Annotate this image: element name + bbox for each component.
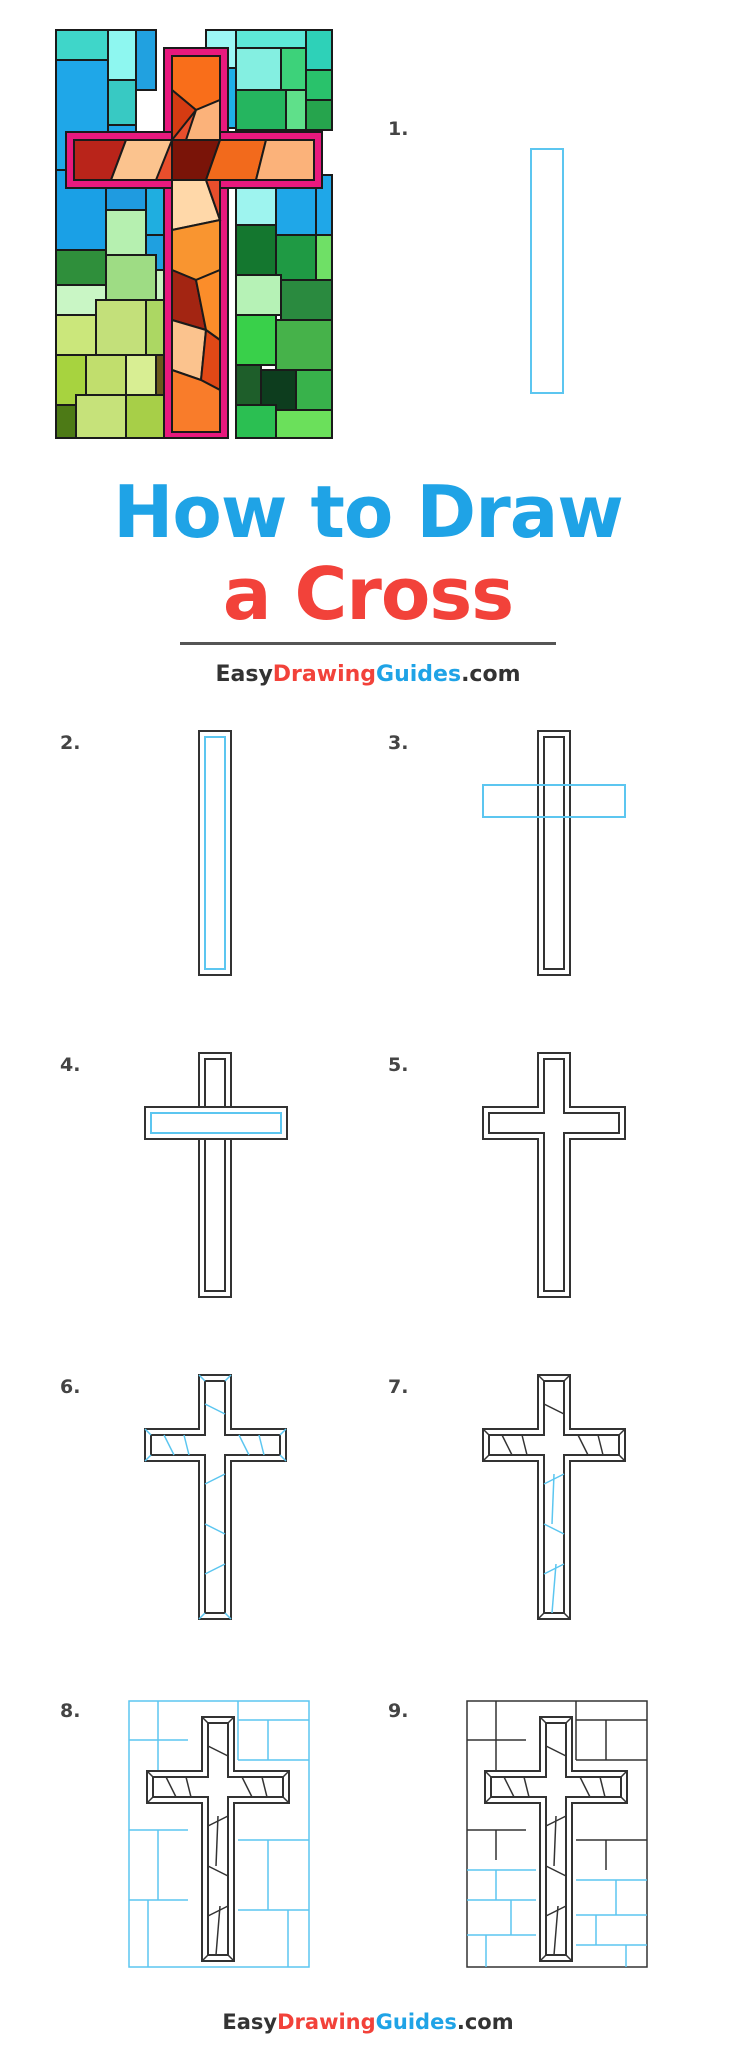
step-4-drawing xyxy=(144,1052,288,1298)
brand-easy: Easy xyxy=(215,662,273,687)
step-6-drawing xyxy=(144,1374,287,1620)
step-6-number: 6. xyxy=(60,1376,81,1398)
brand-footer: EasyDrawingGuides.com xyxy=(0,2010,736,2034)
step-3-number: 3. xyxy=(388,732,409,754)
footer-brand-drawing: Drawing xyxy=(277,2010,376,2034)
step-9-drawing xyxy=(466,1700,648,1968)
step-3-drawing xyxy=(482,730,626,976)
step-8-number: 8. xyxy=(60,1700,81,1722)
footer-brand-easy: Easy xyxy=(222,2010,278,2034)
step-8-drawing xyxy=(128,1700,310,1968)
title-line-2: a Cross xyxy=(222,552,514,636)
brand-drawing: Drawing xyxy=(272,662,377,687)
step-1-number: 1. xyxy=(388,118,409,140)
brand-header: EasyDrawingGuides.com xyxy=(0,662,736,687)
step-4-number: 4. xyxy=(60,1054,81,1076)
title-line-1: How to Draw xyxy=(113,470,624,554)
step-2-drawing xyxy=(198,730,232,976)
step-5-drawing xyxy=(482,1052,626,1298)
stained-glass-cross-illustration xyxy=(55,29,333,439)
step-5-number: 5. xyxy=(388,1054,409,1076)
step-7-number: 7. xyxy=(388,1376,409,1398)
step-7-drawing xyxy=(482,1374,626,1620)
step-9-number: 9. xyxy=(388,1700,409,1722)
step-2-number: 2. xyxy=(60,732,81,754)
title-divider xyxy=(180,642,556,645)
brand-guides: Guides xyxy=(376,662,462,687)
brand-dotcom: .com xyxy=(461,662,521,687)
footer-brand-dotcom: .com xyxy=(456,2010,514,2034)
step-1-drawing xyxy=(530,148,564,394)
footer-brand-guides: Guides xyxy=(375,2010,457,2034)
